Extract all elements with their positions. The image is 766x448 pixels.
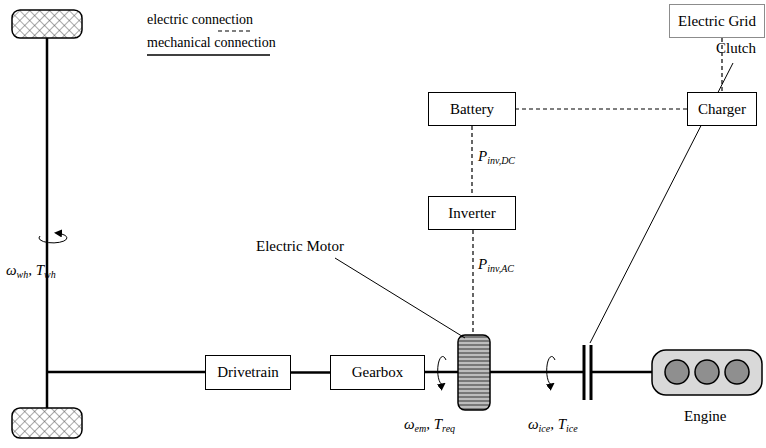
signal-name: inv,DC xyxy=(487,155,515,166)
inverter-box: Inverter xyxy=(428,196,516,230)
grid-box: Electric Grid xyxy=(669,4,765,38)
legend-text: mechanical connection xyxy=(147,35,276,51)
clutch-plate xyxy=(590,345,593,400)
mechanical-legend-line xyxy=(147,54,270,55)
wheel xyxy=(12,408,82,438)
charger-box: Charger xyxy=(687,92,757,126)
shaft xyxy=(592,371,652,374)
engine xyxy=(652,350,762,395)
callout: Clutch xyxy=(716,40,756,56)
electric-motor xyxy=(458,335,490,410)
electric-legend-line xyxy=(218,30,250,31)
callout: Engine xyxy=(684,408,727,424)
electric-connection xyxy=(471,126,472,196)
wheel xyxy=(12,10,82,38)
mechanical-connection xyxy=(291,371,330,374)
box-label: Inverter xyxy=(448,205,495,222)
rotation-arrow xyxy=(438,356,446,384)
cylinder xyxy=(665,360,689,384)
signal-name-group: Pinv,AC xyxy=(478,256,514,274)
drivetrain-box: Drivetrain xyxy=(205,355,291,390)
signal-name: , T xyxy=(426,416,442,432)
signal-name: ω xyxy=(6,262,17,278)
box-label: Battery xyxy=(450,101,494,118)
signal-name: ω xyxy=(404,416,415,432)
prop-shaft xyxy=(47,371,205,374)
callout: Electric Motor xyxy=(256,238,344,254)
legend-text: electric connection xyxy=(147,12,253,28)
inverter-motor-wire xyxy=(472,230,473,335)
rotation-arrow xyxy=(547,356,555,384)
electric-connection xyxy=(516,108,687,109)
box-label: Drivetrain xyxy=(217,364,279,381)
signal-name: , T xyxy=(550,416,566,432)
box-label: Charger xyxy=(698,101,746,118)
signal-name: P xyxy=(478,256,487,272)
signal-name: P xyxy=(478,148,487,164)
signal-name-group: Pinv,DC xyxy=(478,148,515,166)
signal-name: ice xyxy=(566,423,578,434)
signal-name: req xyxy=(442,423,455,434)
leader-line xyxy=(335,258,465,338)
cylinder xyxy=(725,360,749,384)
battery-box: Battery xyxy=(428,92,516,126)
signal-name: inv,AC xyxy=(487,263,514,274)
signal-name: wh xyxy=(44,269,56,280)
callout-group: Clutch xyxy=(716,40,756,57)
signal-name: , T xyxy=(28,262,44,278)
signal-name-group: ωem, Treq xyxy=(404,416,455,434)
signal-name-group: ωwh, Twh xyxy=(6,262,56,280)
signal-name: em xyxy=(415,423,427,434)
rotation-arrow xyxy=(39,233,67,243)
signal-name: ω xyxy=(528,416,539,432)
signal-name: ice xyxy=(539,423,551,434)
callout-group: Electric Motor xyxy=(256,238,344,255)
callout-group: Engine xyxy=(684,408,727,425)
shaft xyxy=(425,371,458,374)
box-label: Gearbox xyxy=(352,364,404,381)
gearbox-box: Gearbox xyxy=(330,355,425,390)
box-label: Electric Grid xyxy=(678,13,756,30)
clutch-plate xyxy=(583,345,586,400)
signal-name-group: ωice, Tice xyxy=(528,416,578,434)
shaft xyxy=(490,371,583,374)
signal-name: wh xyxy=(17,269,29,280)
axle xyxy=(46,38,49,408)
cylinder xyxy=(695,360,719,384)
